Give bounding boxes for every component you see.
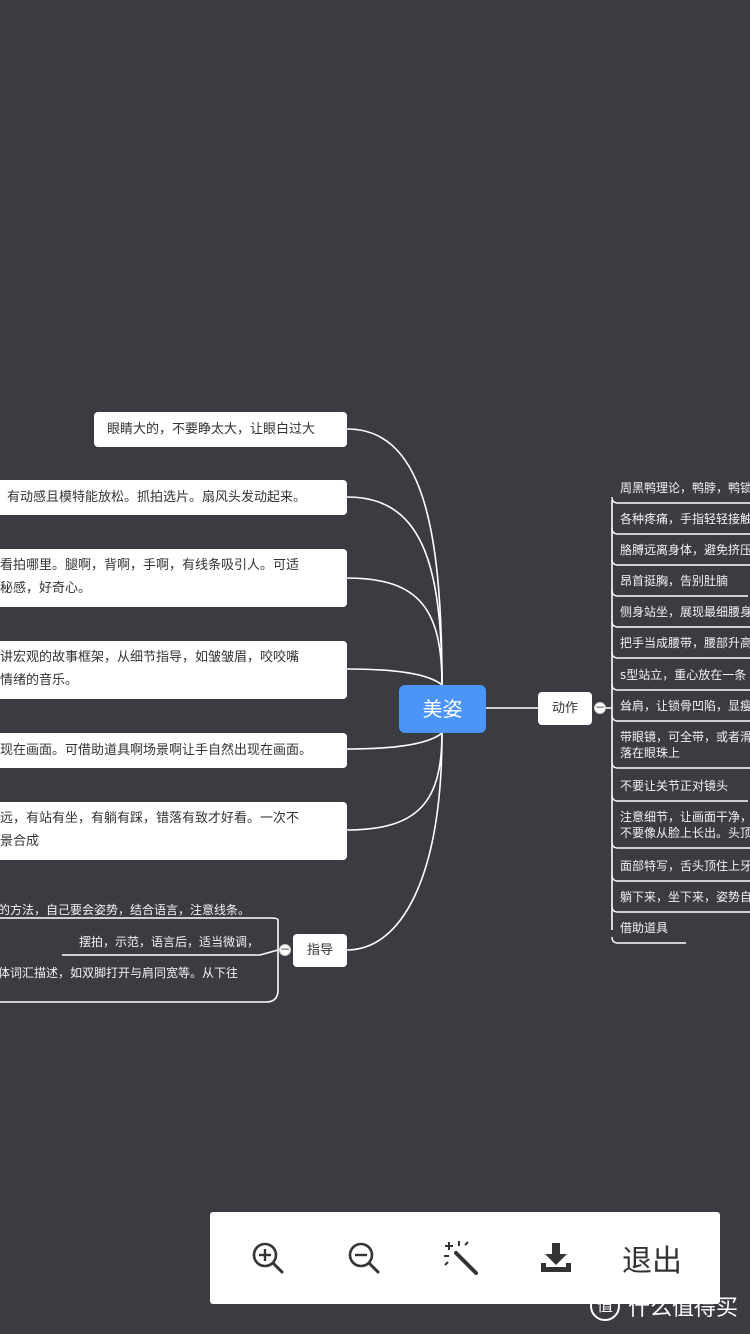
action-item-12[interactable]: 面部特写，舌头顶住上牙 (620, 858, 750, 874)
left-node-2-text: 有动感且模特能放松。抓拍选片。扇风头发动起来。 (7, 490, 307, 505)
action-item-8-line-1: 耸肩，让锁骨凹陷，显瘦 (620, 699, 750, 713)
guide-item-3[interactable]: 体词汇描述，如双脚打开与肩同宽等。从下往 (0, 966, 239, 980)
zoom-in-icon (252, 1242, 284, 1274)
connector-root-guide (346, 732, 443, 951)
zoom-out-icon (348, 1242, 380, 1274)
download-button[interactable] (528, 1212, 584, 1304)
download-icon (541, 1243, 571, 1272)
left-node-5-text: 现在画面。可借助道具啊场景啊让手自然出现在画面。 (0, 743, 313, 758)
action-item-7[interactable]: s型站立，重心放在一条 (620, 667, 750, 683)
magic-wand-button[interactable] (433, 1212, 489, 1304)
action-item-13-underline (611, 905, 750, 913)
left-node-4-line-1: 讲宏观的故事框架，从细节指导，如皱皱眉，咬咬嘴 (0, 650, 300, 665)
guide-collapse-icon[interactable]: − (279, 942, 291, 956)
action-item-12-line-1: 面部特写，舌头顶住上牙 (620, 859, 750, 873)
action-item-6-underline (611, 651, 750, 659)
action-item-7-line-1: s型站立，重心放在一条 (620, 668, 747, 682)
watermark-text: 什么值得买 (627, 1296, 738, 1321)
action-item-14-line-1: 借助道具 (620, 921, 669, 935)
zoom-out-button[interactable] (336, 1212, 392, 1304)
action-item-10-underline (611, 794, 748, 802)
left-node-3-line-2: 秘感，好奇心。 (0, 581, 92, 596)
action-item-13-line-1: 躺下来，坐下来，姿势自 (620, 890, 750, 904)
action-item-9-line-1: 带眼镜，可全带，或者滑 (620, 730, 750, 744)
exit-button[interactable]: 退出 (612, 1212, 692, 1304)
left-node-3-line-1: 看拍哪里。腿啊，背啊，手啊，有线条吸引人。可适 (0, 558, 300, 573)
guide-item-1[interactable]: 的方法，自己要会姿势，结合语言，注意线条。 (0, 903, 251, 917)
action-item-11-line-2: 不要像从脸上长出。头顶 (620, 826, 750, 840)
action-item-8[interactable]: 耸肩，让锁骨凹陷，显瘦 (620, 698, 750, 714)
action-item-3[interactable]: 胳膊远离身体，避免挤压 (620, 542, 750, 558)
action-item-12-underline (611, 874, 750, 882)
action-item-8-underline (611, 714, 750, 722)
action-item-7-underline (611, 683, 750, 691)
bottom-toolbar: 退出 (210, 1212, 720, 1304)
guide-node[interactable]: 指导 (293, 934, 347, 967)
left-node-5[interactable]: 现在画面。可借助道具啊场景啊让手自然出现在画面。 (0, 733, 347, 768)
left-node-6-line-1: 远，有站有坐，有躺有踩，错落有致才好看。一次不 (0, 811, 300, 826)
action-item-4-line-1: 昂首挺胸，告别肚腩 (620, 574, 729, 588)
action-item-14[interactable]: 借助道具 (620, 920, 750, 936)
action-item-9[interactable]: 带眼镜，可全带，或者滑落在眼珠上 (620, 729, 750, 761)
guide-item-2[interactable]: 摆拍，示范，语言后，适当微调， (79, 935, 260, 949)
left-node-1[interactable]: 眼睛大的，不要睁太大，让眼白过大 (94, 412, 347, 447)
action-item-9-line-2: 落在眼珠上 (620, 746, 681, 760)
watermark-logo: 值 (589, 1291, 620, 1321)
connector-guide-items (0, 917, 279, 1003)
action-item-1-underline (611, 496, 750, 504)
action-item-2-underline (611, 527, 750, 535)
connector-root-n1 (346, 428, 443, 686)
action-item-3-underline (611, 558, 750, 566)
action-item-10-line-1: 不要让关节正对镜头 (620, 779, 729, 793)
action-item-5-line-1: 侧身站坐，展现最细腰身 (620, 605, 750, 619)
left-node-1-text: 眼睛大的，不要睁太大，让眼白过大 (107, 422, 316, 437)
action-item-13[interactable]: 躺下来，坐下来，姿势自 (620, 889, 750, 905)
action-item-2[interactable]: 各种疼痛，手指轻轻接触 (620, 511, 750, 527)
exit-label: 退出 (622, 1244, 682, 1279)
action-item-10[interactable]: 不要让关节正对镜头 (620, 778, 750, 794)
action-item-1-line-1: 周黑鸭理论，鸭脖，鸭锁 (620, 481, 750, 495)
action-item-5[interactable]: 侧身站坐，展现最细腰身 (620, 604, 750, 620)
action-item-11-line-1: 注意细节，让画面干净， (620, 810, 750, 824)
left-node-6[interactable]: 远，有站有坐，有躺有踩，错落有致才好看。一次不 景合成 (0, 802, 347, 860)
zoom-in-button[interactable] (240, 1212, 296, 1304)
connector-root-n5 (346, 732, 443, 750)
action-item-3-line-1: 胳膊远离身体，避免挤压 (620, 543, 750, 557)
action-item-11-underline (611, 841, 750, 849)
action-item-14-underline (611, 936, 686, 944)
action-item-6[interactable]: 把手当成腰带，腰部升高 (620, 635, 750, 651)
left-node-6-line-2: 景合成 (0, 834, 40, 849)
action-item-4-underline (611, 589, 748, 597)
action-collapse-icon[interactable]: − (594, 700, 606, 714)
connector-root-n2 (346, 496, 443, 686)
left-node-4-line-2: 情绪的音乐。 (0, 673, 79, 688)
magic-wand-icon (444, 1241, 478, 1275)
action-item-1[interactable]: 周黑鸭理论，鸭脖，鸭锁 (620, 480, 750, 496)
connector-root-n4 (346, 668, 443, 686)
action-node[interactable]: 动作 (538, 692, 592, 725)
action-item-4[interactable]: 昂首挺胸，告别肚腩 (620, 573, 750, 589)
action-item-11[interactable]: 注意细节，让画面干净， 不要像从脸上长出。头顶 (620, 809, 750, 841)
action-item-5-underline (611, 620, 750, 628)
action-item-6-line-1: 把手当成腰带，腰部升高 (620, 636, 750, 650)
left-node-3[interactable]: 看拍哪里。腿啊，背啊，手啊，有线条吸引人。可适 秘感，好奇心。 (0, 549, 347, 607)
left-node-4[interactable]: 讲宏观的故事框架，从细节指导，如皱皱眉，咬咬嘴 情绪的音乐。 (0, 641, 347, 699)
action-item-9-underline (611, 761, 750, 769)
watermark: 值 什么值得买 (589, 1290, 738, 1322)
left-node-2[interactable]: 有动感且模特能放松。抓拍选片。扇风头发动起来。 (0, 480, 347, 515)
action-item-2-line-1: 各种疼痛，手指轻轻接触 (620, 512, 750, 526)
root-node[interactable]: 美姿 (399, 685, 486, 733)
connector-root-n3 (346, 577, 443, 686)
